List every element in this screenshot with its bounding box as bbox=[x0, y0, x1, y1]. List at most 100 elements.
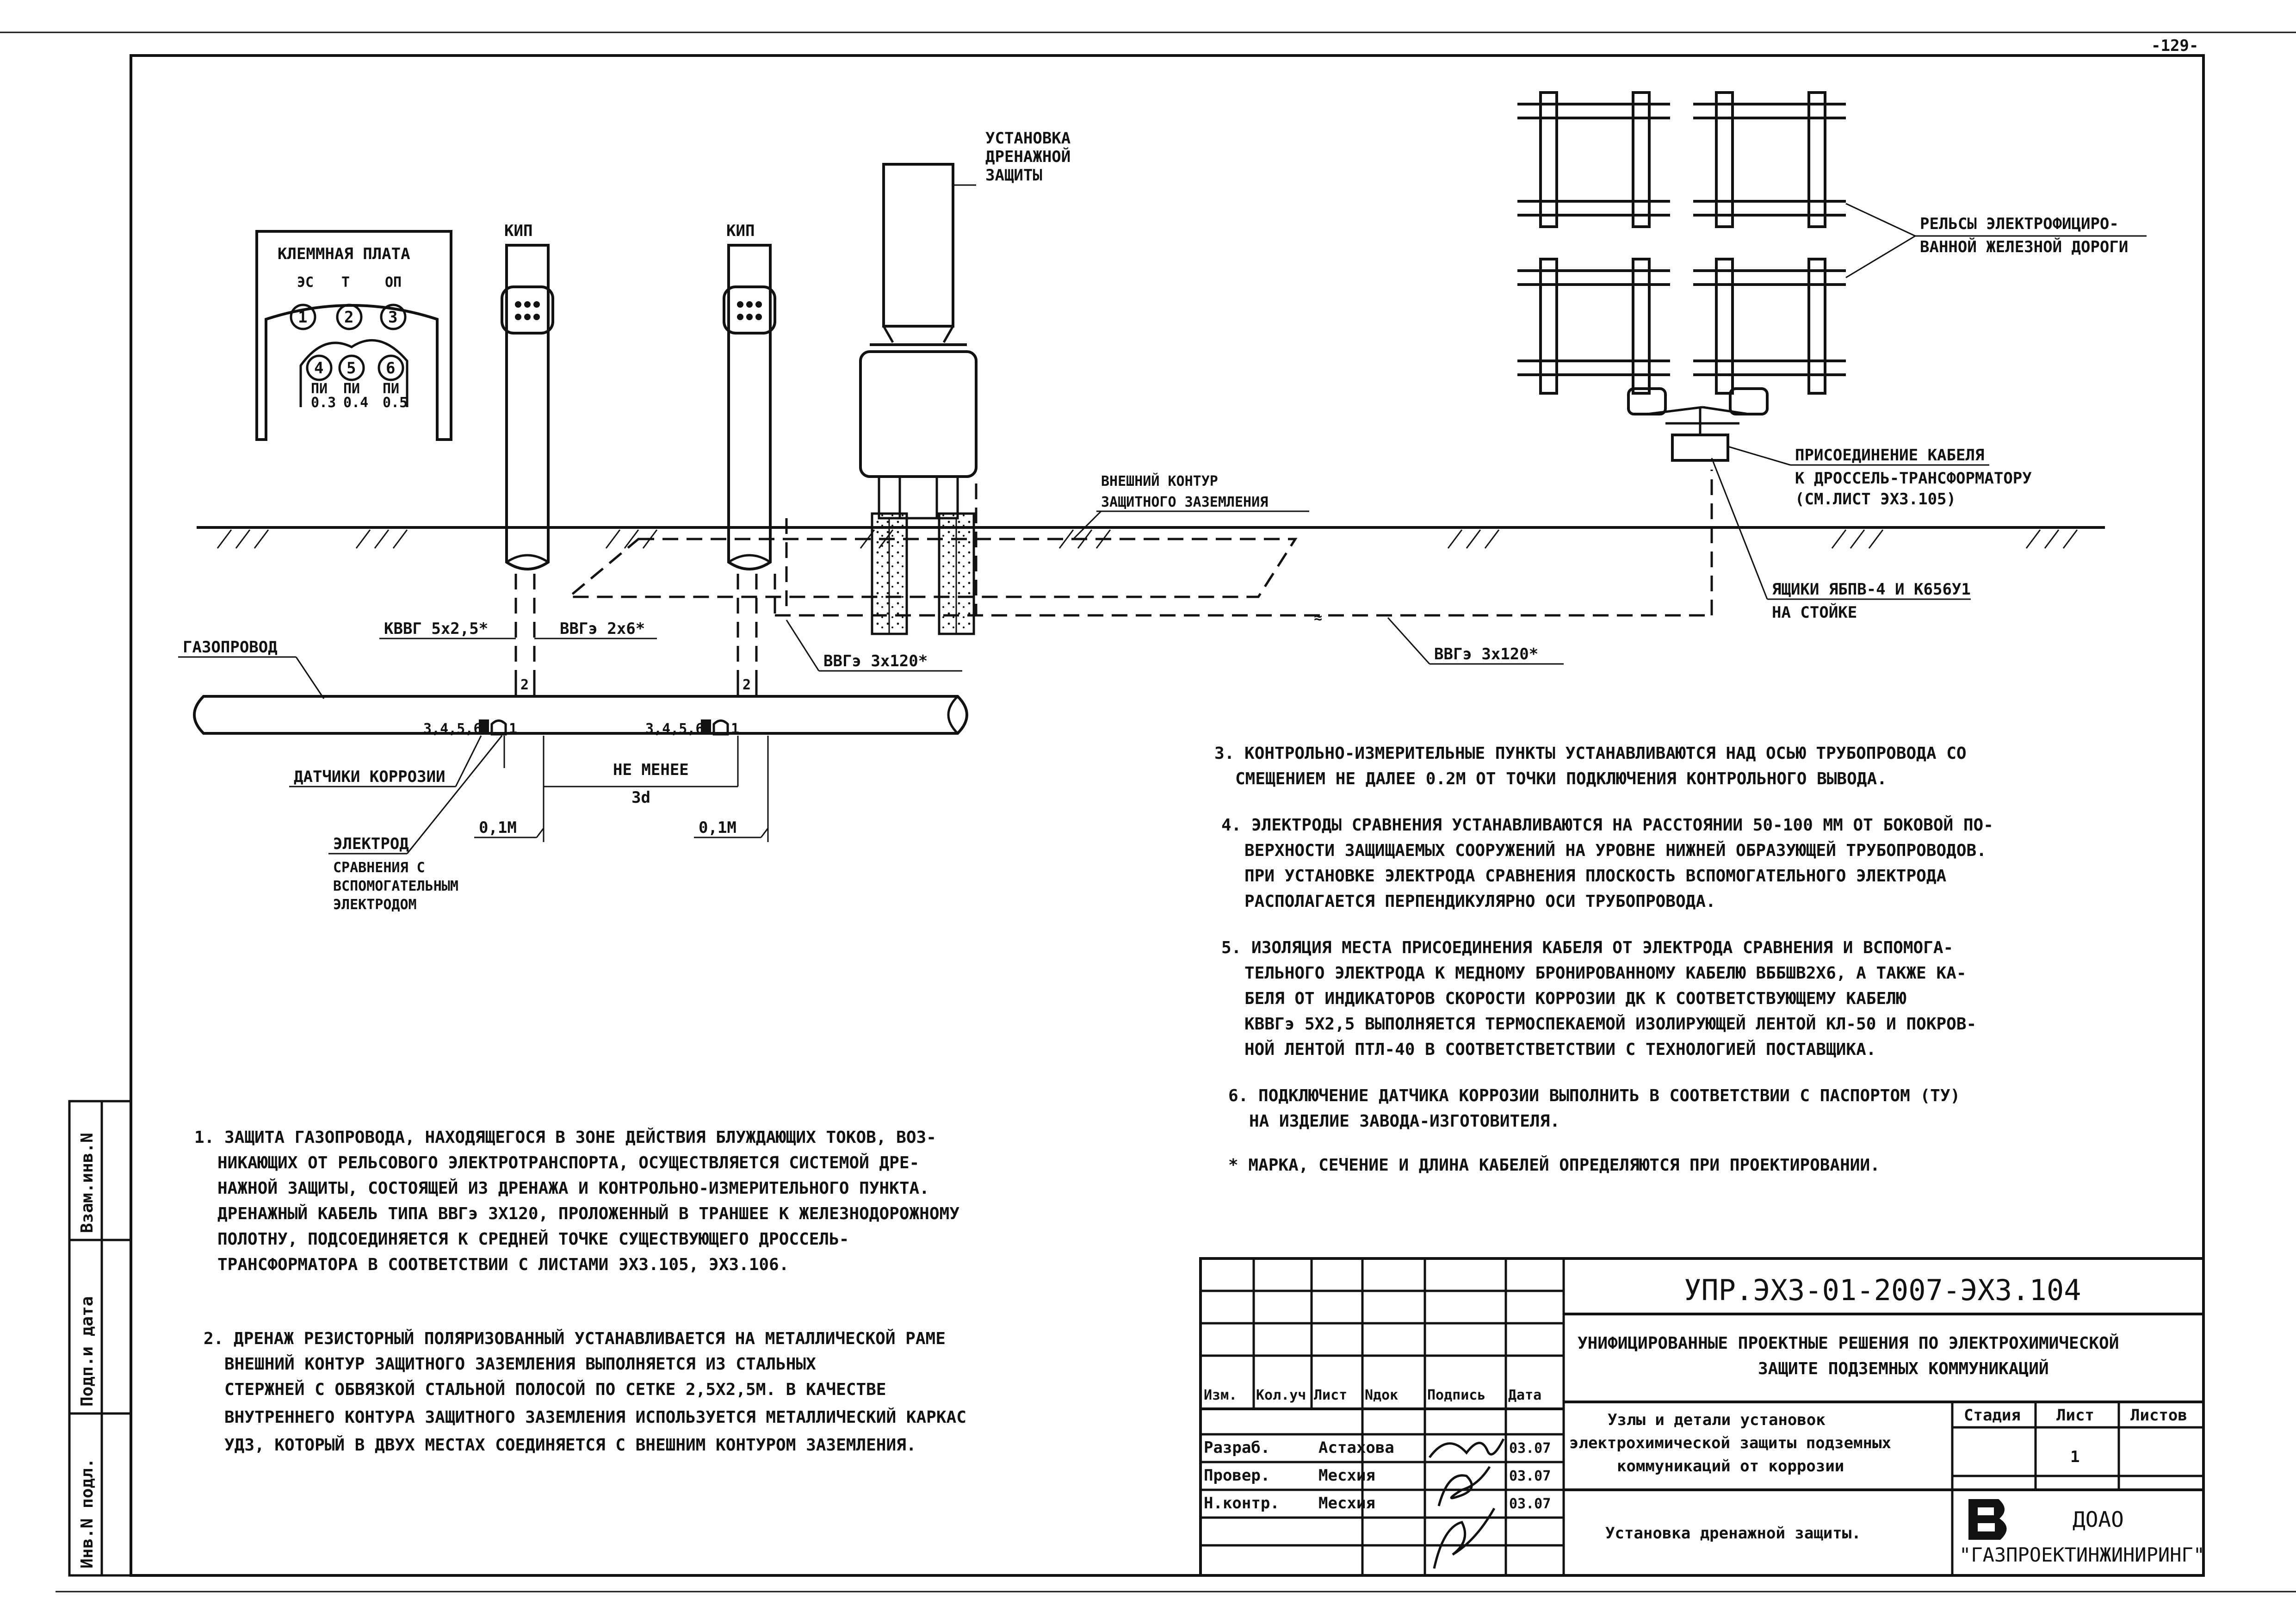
offset-label-2: 0,1М bbox=[699, 818, 736, 837]
sensor-one-2: 1 bbox=[731, 721, 739, 737]
cable-kvvg-label: КВВГ 5х2,5* bbox=[384, 620, 488, 638]
railway-rails: РЕЛЬСЫ ЭЛЕКТРОФИЦИРО- ВАННОЙ ЖЕЛЕЗНОЙ ДО… bbox=[1517, 91, 2147, 462]
side-stamp-inv: Инв.N подл. bbox=[78, 1458, 97, 1568]
cable-vvg2-label: ВВГэ 2х6* bbox=[560, 620, 645, 638]
terminal-plate-title: КЛЕММНАЯ ПЛАТА bbox=[278, 245, 410, 263]
terminal-number-4: 4 bbox=[314, 359, 323, 378]
signature-2 bbox=[1437, 1466, 1491, 1506]
boxes-label-2: НА СТОЙКЕ bbox=[1772, 603, 1857, 622]
sheet-value: 1 bbox=[2070, 1448, 2079, 1466]
role-norm-control: Н.контр. bbox=[1204, 1494, 1280, 1512]
col-date: Дата bbox=[1508, 1387, 1541, 1403]
terminal-pi-2: ПИ bbox=[343, 381, 360, 397]
rail-side-labels: ПРИСОЕДИНЕНИЕ КАБЕЛЯ К ДРОССЕЛЬ-ТРАНСФОР… bbox=[1711, 446, 2032, 622]
side-stamp: Инв.N подл. Подп.и дата Взам.инв.N bbox=[68, 1100, 132, 1577]
offset-label-1: 0,1М bbox=[479, 818, 517, 837]
company-line-2: "ГАЗПРОЕКТИНЖИНИРИНГ" bbox=[1959, 1543, 2205, 1566]
drainage-unit-label-1: УСТАНОВКА bbox=[985, 129, 1071, 148]
col-kol: Кол.уч bbox=[1256, 1387, 1306, 1403]
role-developer: Разраб. bbox=[1204, 1438, 1270, 1457]
sensor-numbers-2: 3,4,5,6 bbox=[645, 721, 704, 737]
cable-labels: КВВГ 5х2,5* ВВГэ 2х6* ВВГэ 3х120* ВВГэ 3… bbox=[379, 617, 1564, 672]
col-list: Лист bbox=[1314, 1387, 1347, 1403]
name-developer: Астахова bbox=[1318, 1438, 1394, 1457]
electrode-label-4: ЭЛЕКТРОДОМ bbox=[333, 897, 417, 913]
cable-vvg3-left-label: ВВГэ 3х120* bbox=[823, 652, 928, 670]
kip-post-2: КИП bbox=[723, 222, 776, 676]
note-2-line-2: ВНЕШНИЙ КОНТУР ЗАЩИТНОГО ЗАЗЕМЛЕНИЯ ВЫПО… bbox=[224, 1354, 816, 1374]
terminal-pi-2-val: 0.4 bbox=[343, 395, 368, 411]
note-4-line-1: 4. ЭЛЕКТРОДЫ СРАВНЕНИЯ УСТАНАВЛИВАЮТСЯ Н… bbox=[1221, 815, 1993, 835]
note-2-line-3: СТЕРЖНЕЙ С ОБВЯЗКОЙ СТАЛЬНОЙ ПОЛОСОЙ ПО … bbox=[224, 1380, 886, 1399]
terminal-number-3: 3 bbox=[388, 308, 397, 327]
sensor-two-1: 2 bbox=[520, 677, 529, 693]
title-block: УПР.ЭХЗ-01-2007-ЭХЗ.104 УНИФИЦИРОВАННЫЕ … bbox=[1199, 1257, 2205, 1577]
cable-break-mark-1: ≈ bbox=[1314, 610, 1322, 626]
sensor-numbers-1: 3,4,5,6 bbox=[423, 721, 482, 737]
outer-ground-label-1: ВНЕШНИЙ КОНТУР bbox=[1101, 473, 1218, 490]
company-logo bbox=[1968, 1499, 2007, 1540]
note-4-line-2: ВЕРХНОСТИ ЗАЩИЩАЕМЫХ СООРУЖЕНИЙ НА УРОВН… bbox=[1244, 841, 1987, 860]
terminal-number-5: 5 bbox=[347, 359, 356, 378]
note-5-line-5: НОЙ ЛЕНТОЙ ПТЛ-40 В СООТВЕТСТВЕТСТВИИ С … bbox=[1244, 1040, 1876, 1059]
sensor-two-2: 2 bbox=[743, 677, 751, 693]
sensor-one-1: 1 bbox=[509, 721, 517, 737]
sheet-title-3: коммуникаций от коррозии bbox=[1617, 1457, 1844, 1475]
note-1-line-6: ТРАНСФОРМАТОРА В СООТВЕТСТВИИ С ЛИСТАМИ … bbox=[217, 1255, 789, 1274]
drainage-unit-label-2: ДРЕНАЖНОЙ bbox=[985, 147, 1071, 166]
terminal-label-op: ОП bbox=[385, 274, 402, 291]
min-distance-3d: 3d bbox=[631, 788, 650, 807]
drainage-unit-label-3: ЗАЩИТЫ bbox=[985, 166, 1042, 185]
gas-pipeline: ГАЗОПРОВОД 3,4,5,6 1 2 3,4,5,6 1 2 bbox=[178, 638, 968, 737]
kip-label-1: КИП bbox=[504, 222, 532, 240]
pipeline-label: ГАЗОПРОВОД bbox=[183, 638, 278, 657]
outer-ground-label-2: ЗАЩИТНОГО ЗАЗЕМЛЕНИЯ bbox=[1101, 494, 1268, 510]
terminal-pi-1-val: 0.3 bbox=[311, 395, 336, 411]
cable-connection-label-3: (СМ.ЛИСТ ЭХЗ.105) bbox=[1795, 490, 1956, 508]
sheet-frame: -129- bbox=[0, 31, 2296, 1593]
side-stamp-replace: Взам.инв.N bbox=[78, 1133, 97, 1233]
terminal-number-2: 2 bbox=[344, 308, 353, 327]
side-stamp-sign: Подп.и дата bbox=[78, 1296, 97, 1407]
cable-connection-label-2: К ДРОССЕЛЬ-ТРАНСФОРМАТОРУ bbox=[1795, 469, 2032, 488]
notes-left: 1. ЗАЩИТА ГАЗОПРОВОДА, НАХОДЯЩЕГОСЯ В ЗО… bbox=[194, 1128, 966, 1455]
cable-vvg3-right-label: ВВГэ 3х120* bbox=[1434, 645, 1538, 663]
terminal-pi-3-val: 0.5 bbox=[383, 395, 408, 411]
note-5-line-3: БЕЛЯ ОТ ИНДИКАТОРОВ СКОРОСТИ КОРРОЗИИ ДК… bbox=[1244, 989, 1906, 1008]
terminal-plate: КЛЕММНАЯ ПЛАТА ЭС Т ОП 1 2 3 4 5 6 ПИ 0.… bbox=[255, 230, 452, 441]
notes-right: 3. КОНТРОЛЬНО-ИЗМЕРИТЕЛЬНЫЕ ПУНКТЫ УСТАН… bbox=[1214, 744, 1993, 1175]
ground-line bbox=[197, 526, 2105, 549]
note-5-line-2: ТЕЛЬНОГО ЭЛЕКТРОДА К МЕДНОМУ БРОНИРОВАНН… bbox=[1244, 964, 1967, 983]
terminal-number-1: 1 bbox=[298, 308, 307, 327]
project-title-1: УНИФИЦИРОВАННЫЕ ПРОЕКТНЫЕ РЕШЕНИЯ ПО ЭЛЕ… bbox=[1578, 1333, 2119, 1353]
note-1-line-1: 1. ЗАЩИТА ГАЗОПРОВОДА, НАХОДЯЩЕГОСЯ В ЗО… bbox=[194, 1128, 936, 1147]
sheets-header: Листов bbox=[2130, 1406, 2187, 1425]
boxes-label-1: ЯЩИКИ ЯБПВ-4 И К656У1 bbox=[1772, 580, 1971, 599]
col-signature: Подпись bbox=[1427, 1387, 1485, 1403]
role-checker: Провер. bbox=[1204, 1466, 1270, 1485]
note-4-line-4: РАСПОЛАГАЕТСЯ ПЕРПЕНДИКУЛЯРНО ОСИ ТРУБОП… bbox=[1244, 892, 1716, 911]
note-2-line-5: УДЗ, КОТОРЫЙ В ДВУХ МЕСТАХ СОЕДИНЯЕТСЯ С… bbox=[224, 1435, 916, 1455]
cable-connection-label-1: ПРИСОЕДИНЕНИЕ КАБЕЛЯ bbox=[1795, 446, 1984, 465]
col-ndok: Nдок bbox=[1365, 1387, 1398, 1403]
note-1-line-2: НИКАЮЩИХ ОТ РЕЛЬСОВОГО ЭЛЕКТРОТРАНСПОРТА… bbox=[217, 1153, 919, 1172]
terminal-number-6: 6 bbox=[386, 359, 395, 378]
doc-code: УПР.ЭХЗ-01-2007-ЭХЗ.104 bbox=[1684, 1273, 2081, 1307]
drainage-unit: УСТАНОВКА ДРЕНАЖНОЙ ЗАЩИТЫ bbox=[859, 129, 1071, 520]
rails-label-2: ВАННОЙ ЖЕЛЕЗНОЙ ДОРОГИ bbox=[1920, 237, 2128, 256]
note-1-line-4: ДРЕНАЖНЫЙ КАБЕЛЬ ТИПА ВВГэ 3Х120, ПРОЛОЖ… bbox=[217, 1204, 959, 1223]
date-checker: 03.07 bbox=[1509, 1468, 1551, 1484]
project-title-2: ЗАЩИТЕ ПОДЗЕМНЫХ КОММУНИКАЦИЙ bbox=[1758, 1359, 2049, 1378]
company-line-1: ДОАО bbox=[2073, 1507, 2124, 1532]
note-1-line-3: НАЖНОЙ ЗАЩИТЫ, СОСТОЯЩЕЙ ИЗ ДРЕНАЖА И КО… bbox=[217, 1178, 929, 1198]
terminal-pi-3: ПИ bbox=[383, 381, 399, 397]
electrode-label-1: ЭЛЕКТРОД bbox=[333, 835, 409, 853]
note-2-line-4: ВНУТРЕННЕГО КОНТУРА ЗАЩИТНОГО ЗАЗЕМЛЕНИЯ… bbox=[224, 1407, 966, 1427]
sheet-header: Лист bbox=[2056, 1406, 2094, 1425]
name-checker: Месхия bbox=[1318, 1466, 1375, 1485]
note-4-line-3: ПРИ УСТАНОВКЕ ЭЛЕКТРОДА СРАВНЕНИЯ ПЛОСКО… bbox=[1244, 867, 1946, 886]
date-developer: 03.07 bbox=[1509, 1440, 1551, 1457]
terminal-label-es: ЭС bbox=[297, 274, 314, 291]
name-norm-control: Месхия bbox=[1318, 1494, 1375, 1512]
